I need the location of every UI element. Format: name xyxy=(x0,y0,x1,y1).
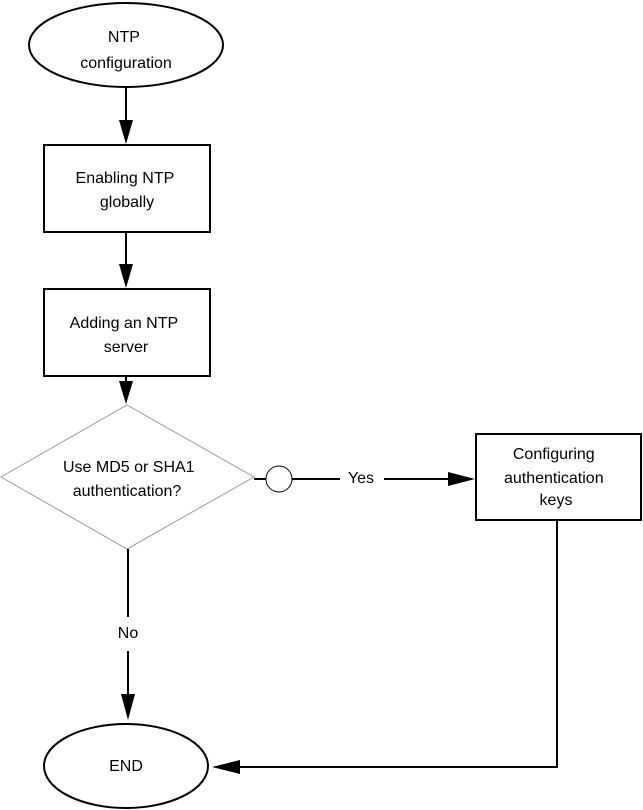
yes-label: Yes xyxy=(348,470,374,487)
arrowhead-to-auth-keys xyxy=(448,472,475,486)
no-label: No xyxy=(118,625,139,642)
step-configuring-auth-keys-line-3: keys xyxy=(540,492,573,509)
step-configuring-auth-keys-line-2: authentication xyxy=(504,470,604,487)
step-configuring-auth-keys-label: Configuring authentication keys xyxy=(504,446,608,509)
decision-label-line-1: Use MD5 or SHA1 xyxy=(63,459,195,476)
decision-label-line-2: authentication? xyxy=(73,483,182,500)
start-label-line-1: NTP xyxy=(108,29,140,46)
start-label: NTP configuration xyxy=(80,29,172,72)
decision-label: Use MD5 or SHA1 authentication? xyxy=(63,459,199,500)
decision-diamond xyxy=(0,404,256,550)
start-label-line-2: configuration xyxy=(80,55,172,72)
arrowhead-to-end-from-auth xyxy=(212,760,240,774)
end-terminator xyxy=(43,723,209,809)
step-adding-ntp-server-line-1: Adding an NTP xyxy=(70,315,178,332)
step-enabling-ntp xyxy=(43,144,211,233)
end-label: END xyxy=(109,758,143,775)
step-adding-ntp-server-label: Adding an NTP server xyxy=(70,315,183,356)
arrowhead-to-end-from-no xyxy=(121,694,135,720)
arrowhead-to-enable xyxy=(119,120,133,144)
step-enabling-ntp-line-1: Enabling NTP xyxy=(76,170,174,187)
arrowhead-to-add-server xyxy=(119,264,133,288)
step-configuring-auth-keys xyxy=(475,433,642,521)
step-enabling-ntp-line-2: globally xyxy=(100,194,154,211)
step-enabling-ntp-label: Enabling NTP globally xyxy=(76,170,179,211)
arrowhead-to-decision xyxy=(119,381,133,404)
start-terminator xyxy=(28,2,224,88)
connector-junction-circle xyxy=(265,465,293,493)
step-adding-ntp-server xyxy=(43,288,211,377)
connector-auth-keys-to-end xyxy=(236,521,558,768)
step-adding-ntp-server-line-2: server xyxy=(104,339,149,356)
step-configuring-auth-keys-line-1: Configuring xyxy=(513,446,595,463)
